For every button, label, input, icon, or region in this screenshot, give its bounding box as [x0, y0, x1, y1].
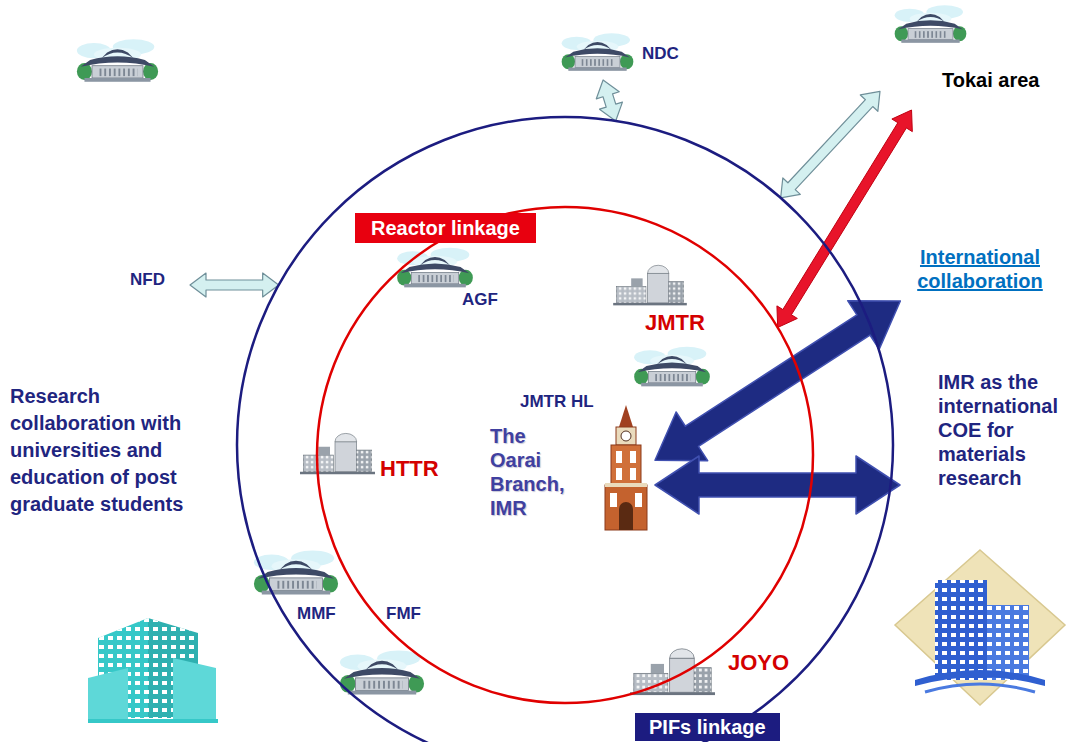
- link-arrow: [190, 273, 279, 297]
- facility-icon: [340, 651, 424, 695]
- tower-icon: [605, 405, 647, 530]
- reactor-icon: [630, 649, 715, 695]
- facility-icon: [562, 33, 634, 70]
- site-node: Tokai area: [880, 0, 1060, 110]
- reactor-label: JMTR: [645, 310, 705, 336]
- ring-outline: [315, 205, 815, 705]
- coe-text: IMR as the international COE for materia…: [938, 370, 1070, 490]
- link-arrow: [596, 80, 622, 121]
- ring-line: [317, 207, 813, 703]
- site-name: Tokai area: [942, 68, 1039, 92]
- facility-icon: [254, 551, 338, 595]
- facility-node: NFD: [70, 30, 190, 295]
- reactor-link-arrow: [777, 110, 912, 327]
- coe-node: IMR as the international COE for materia…: [900, 370, 1070, 705]
- reactor-icon: [613, 265, 687, 305]
- facility-icon: [397, 248, 473, 288]
- facility-label: FMF: [386, 604, 421, 624]
- collaboration-arrow: [655, 456, 900, 514]
- ring-line: [237, 117, 893, 742]
- facility-name: NFD: [130, 270, 165, 290]
- facility-icon: [77, 39, 158, 82]
- reactor-icon: [300, 433, 375, 474]
- university-building-icon: [88, 618, 218, 723]
- facility-icon: [895, 5, 967, 43]
- institute-building-icon: [895, 550, 1065, 705]
- reactor-label: HTTR: [380, 456, 439, 482]
- facility-label: AGF: [462, 290, 498, 310]
- linkage-ring: Reactor linkageThe Oarai Branch, IMR: [315, 205, 815, 705]
- collaboration-node: International collaboration: [890, 243, 1070, 301]
- linkage-tag: Reactor linkage: [355, 213, 536, 243]
- link-text: International collaboration: [890, 245, 1070, 293]
- ring-outline: [235, 115, 895, 742]
- facility-label: MMF: [297, 604, 336, 624]
- facility-node: NDC: [560, 30, 690, 80]
- branch-name: The Oarai Branch, IMR: [490, 424, 578, 520]
- branch-node: The Oarai Branch, IMR: [490, 420, 655, 530]
- facility-label: JMTR HL: [520, 392, 594, 412]
- linkage-tag: PIFs linkage: [635, 713, 780, 741]
- facility-icon: [634, 347, 710, 387]
- facility-name: NDC: [642, 44, 679, 64]
- linkage-ring: PIFs linkage Reactor linkageThe Oarai Bra…: [235, 115, 895, 742]
- note-text: Research collaboration with universities…: [10, 383, 210, 518]
- reactor-label: JOYO: [728, 650, 789, 676]
